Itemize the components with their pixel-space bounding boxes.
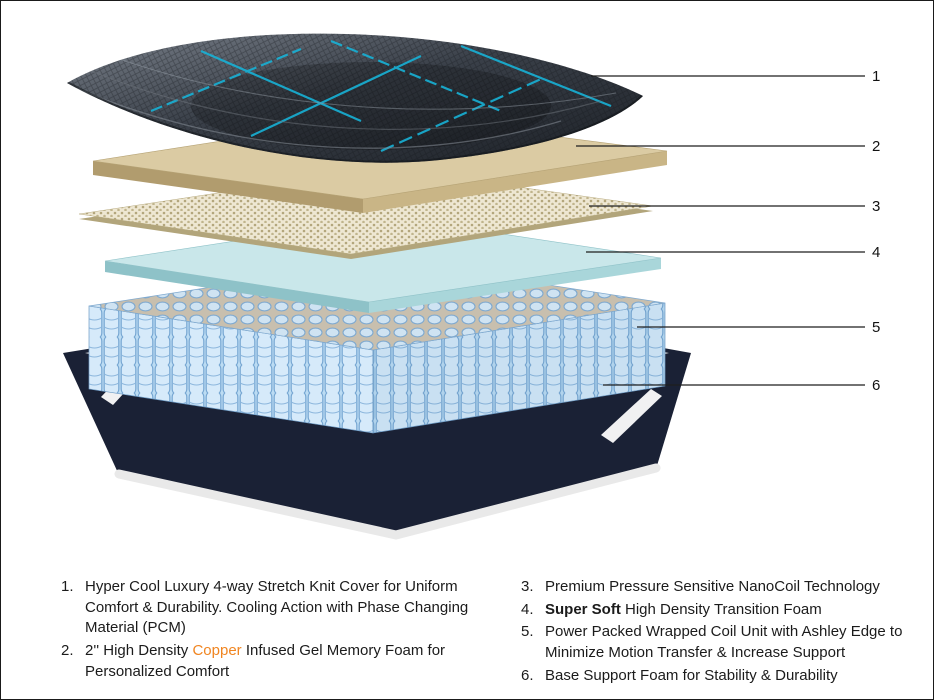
legend-item-1-number: 1. <box>61 578 74 595</box>
base-accent-stripe-right <box>601 389 662 443</box>
callout-number-4: 4 <box>872 244 880 261</box>
legend-item-4-text: Super Soft High Density Transition Foam <box>545 600 919 621</box>
callouts: 1 2 3 4 5 6 <box>576 68 880 394</box>
callout-number-1: 1 <box>872 68 880 85</box>
legend-item-2: 2. 2'' High Density Copper Infused Gel M… <box>61 641 513 682</box>
legend-item-2-post: Infused Gel Memory Foam for Personalized… <box>85 642 446 680</box>
callout-number-5: 5 <box>872 319 880 336</box>
legend-column-right: 3. Premium Pressure Sensitive NanoCoil T… <box>521 577 919 688</box>
layer-4-transition-foam <box>104 216 662 313</box>
legend-item-5: 5. Power Packed Wrapped Coil Unit with A… <box>521 622 919 663</box>
legend-item-2-pre: 2'' High Density <box>85 642 193 660</box>
cover-sag-shadow <box>191 62 551 150</box>
legend-item-4-number: 4. <box>521 600 534 618</box>
mattress-exploded-diagram: 1 2 3 4 5 6 <box>63 33 880 540</box>
callout-number-6: 6 <box>872 377 880 394</box>
base-bottom-rim <box>114 463 661 540</box>
legend-item-6: 6. Base Support Foam for Stability & Dur… <box>521 666 919 687</box>
legend-item-4: 4. Super Soft High Density Transition Fo… <box>521 600 919 621</box>
cover-bottom-lip <box>67 81 643 163</box>
legend-item-3-number: 3. <box>521 578 534 595</box>
legend-item-1-text: Hyper Cool Luxury 4-way Stretch Knit Cov… <box>85 578 469 637</box>
cover-teal-plaid-lines <box>150 39 612 153</box>
legend-item-2-number: 2. <box>61 642 74 660</box>
copper-highlight: Copper <box>192 642 242 660</box>
cover-knit-ridges <box>70 55 617 149</box>
legend-item-5-number: 5. <box>521 623 534 641</box>
callout-number-2: 2 <box>872 138 880 155</box>
layer-1-knit-cover <box>67 33 643 163</box>
legend: 1. Hyper Cool Luxury 4-way Stretch Knit … <box>61 577 919 688</box>
legend-item-1: 1. Hyper Cool Luxury 4-way Stretch Knit … <box>61 577 513 639</box>
legend-item-6-number: 6. <box>521 666 534 684</box>
legend-column-left: 1. Hyper Cool Luxury 4-way Stretch Knit … <box>61 577 513 688</box>
legend-item-2-text: 2'' High Density Copper Infused Gel Memo… <box>85 641 513 682</box>
super-soft-highlight: Super Soft <box>545 600 621 618</box>
legend-item-3: 3. Premium Pressure Sensitive NanoCoil T… <box>521 577 919 598</box>
legend-item-5-text: Power Packed Wrapped Coil Unit with Ashl… <box>545 623 903 662</box>
legend-item-6-text: Base Support Foam for Stability & Durabi… <box>545 666 838 684</box>
legend-item-4-post: High Density Transition Foam <box>620 600 822 618</box>
legend-item-3-text: Premium Pressure Sensitive NanoCoil Tech… <box>545 578 880 595</box>
callout-number-3: 3 <box>872 198 880 215</box>
